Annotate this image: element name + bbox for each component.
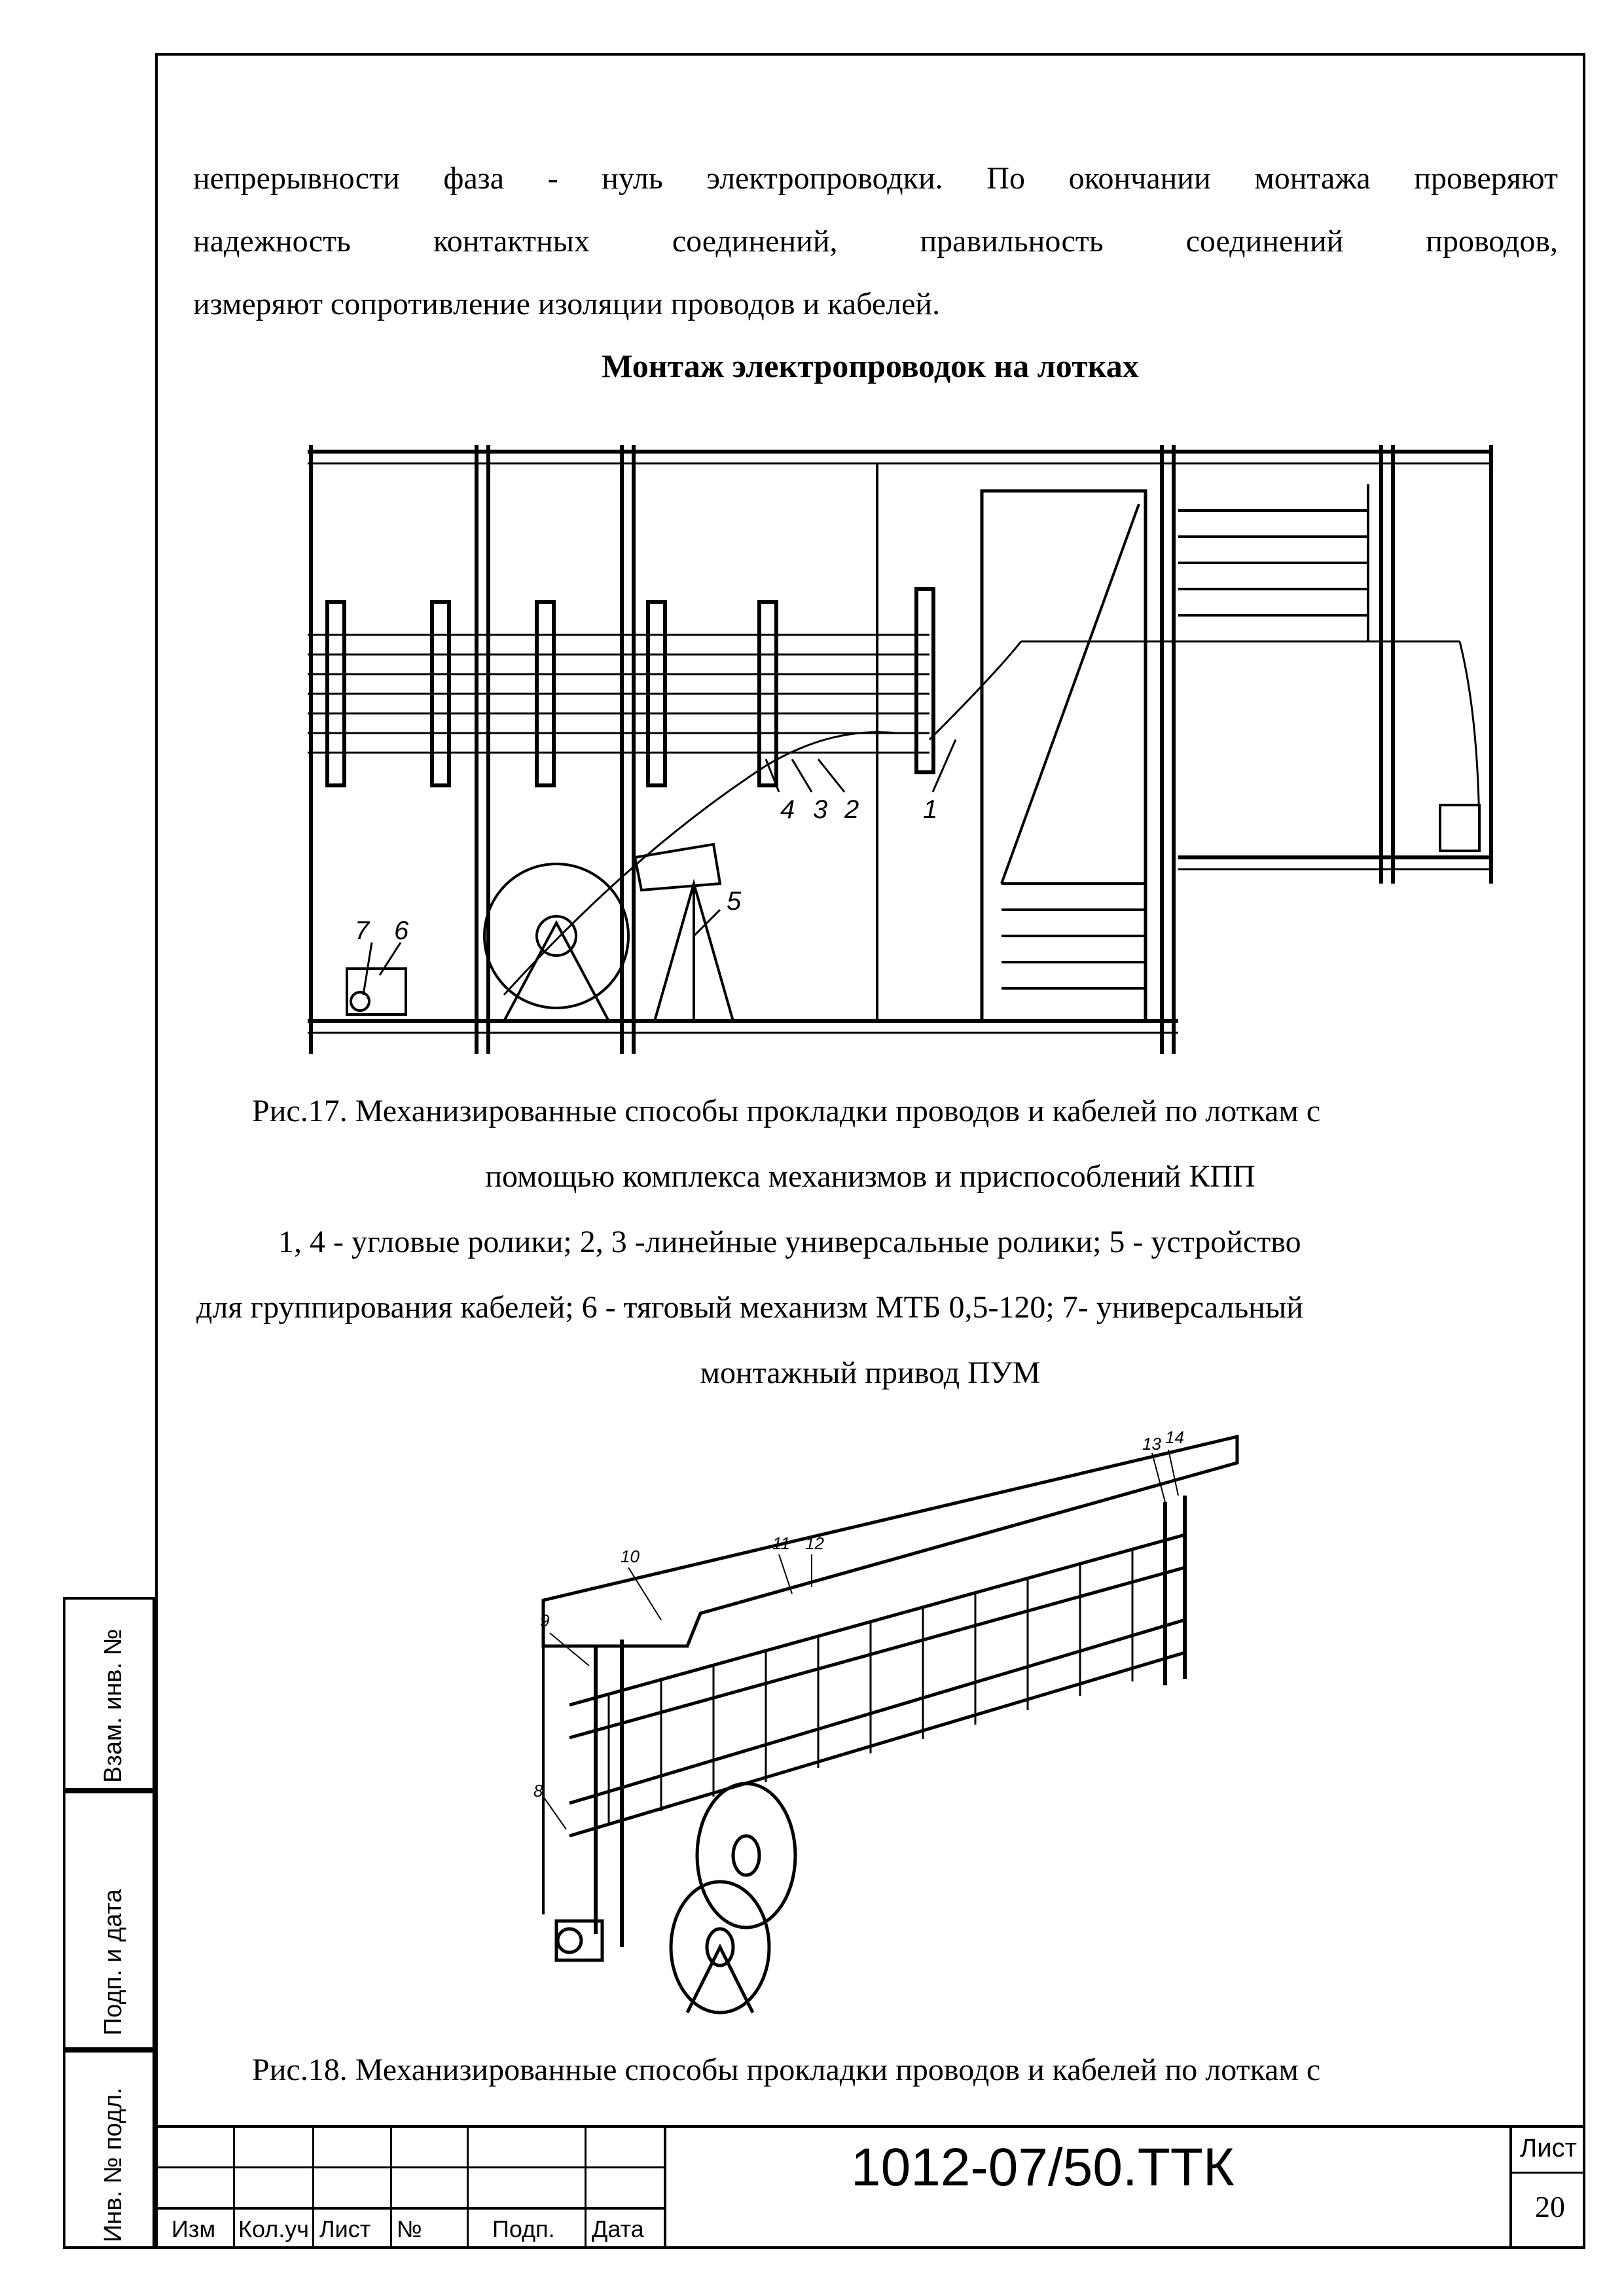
callout-label: 1 [923, 795, 937, 824]
callout-label: 2 [844, 795, 859, 824]
table-rule [585, 2125, 586, 2249]
figure18-caption: Рис.18. Механизированные способы проклад… [252, 2053, 1321, 2087]
sidebar-label: Подп. и дата [99, 1889, 127, 2036]
stamp-col-header: № [397, 2215, 422, 2242]
table-rule [664, 2125, 666, 2249]
callout-label: 4 [780, 795, 795, 824]
callout-label: 9 [540, 1611, 549, 1630]
figure17-legend: 1, 4 - угловые ролики; 2, 3 -линейные ун… [278, 1225, 1301, 1259]
figure17-caption: помощью комплекса механизмов и приспособ… [485, 1159, 1255, 1194]
callout-label: 5 [727, 887, 742, 916]
callout-label: 12 [805, 1534, 824, 1553]
stamp-col-header: Лист [319, 2215, 371, 2242]
body-line: измеряют сопротивление изоляции проводов… [193, 287, 941, 321]
title-block-border [155, 2125, 1585, 2128]
table-rule [312, 2125, 314, 2249]
stamp-col-header: Кол.уч [238, 2215, 309, 2242]
callout-label: 14 [1165, 1427, 1184, 1447]
callout-label: 3 [813, 795, 827, 824]
table-rule [155, 2166, 666, 2168]
sheet-label: Лист [1520, 2134, 1577, 2162]
stamp-col-header: Подп. [492, 2215, 555, 2242]
figure17-drawing: 1 2 3 4 5 6 7 [308, 445, 1493, 1054]
sidebar-cell: Взам. инв. № [63, 1597, 155, 1791]
callout-label: 8 [533, 1781, 543, 1801]
figure17-caption: Рис.17. Механизированные способы проклад… [252, 1094, 1321, 1128]
page-frame [155, 53, 1585, 2249]
stamp-col-header: Дата [592, 2215, 644, 2242]
body-line: непрерывности фаза - нуль электропроводк… [193, 161, 1558, 196]
sidebar-label: Взам. инв. № [99, 1628, 127, 1783]
table-rule [1509, 2172, 1585, 2174]
callout-label: 7 [355, 916, 370, 945]
left-stamp: Взам. инв. № Подп. и дата Инв. № подл. [63, 1597, 155, 2249]
table-rule [390, 2125, 392, 2249]
table-rule [1509, 2125, 1512, 2249]
callout-label: 13 [1142, 1434, 1161, 1454]
body-paragraph: непрерывности фаза - нуль электропроводк… [193, 147, 1558, 336]
table-rule [155, 2207, 666, 2210]
figure18-drawing: 8 9 10 11 12 13 14 [533, 1427, 1239, 2015]
callout-label: 6 [394, 916, 409, 945]
document-code: 1012-07/50.ТТК [851, 2138, 1235, 2197]
sidebar-cell: Подп. и дата [63, 1791, 155, 2050]
callout-label: 11 [772, 1534, 790, 1553]
figure17-legend: для группирования кабелей; 6 - тяговый м… [196, 1290, 1303, 1325]
table-rule [467, 2125, 469, 2249]
body-line: надежность контактных соединений, правил… [193, 224, 1558, 259]
sidebar-label: Инв. № подл. [99, 2087, 127, 2242]
sidebar-cell: Инв. № подл. [63, 2050, 155, 2249]
section-heading: Монтаж электропроводок на лотках [602, 348, 1139, 384]
table-rule [233, 2125, 235, 2249]
stamp-col-header: Изм [171, 2215, 216, 2242]
sheet-number: 20 [1535, 2190, 1565, 2223]
callout-label: 10 [621, 1547, 640, 1566]
figure17-legend: монтажный привод ПУМ [700, 1355, 1041, 1390]
